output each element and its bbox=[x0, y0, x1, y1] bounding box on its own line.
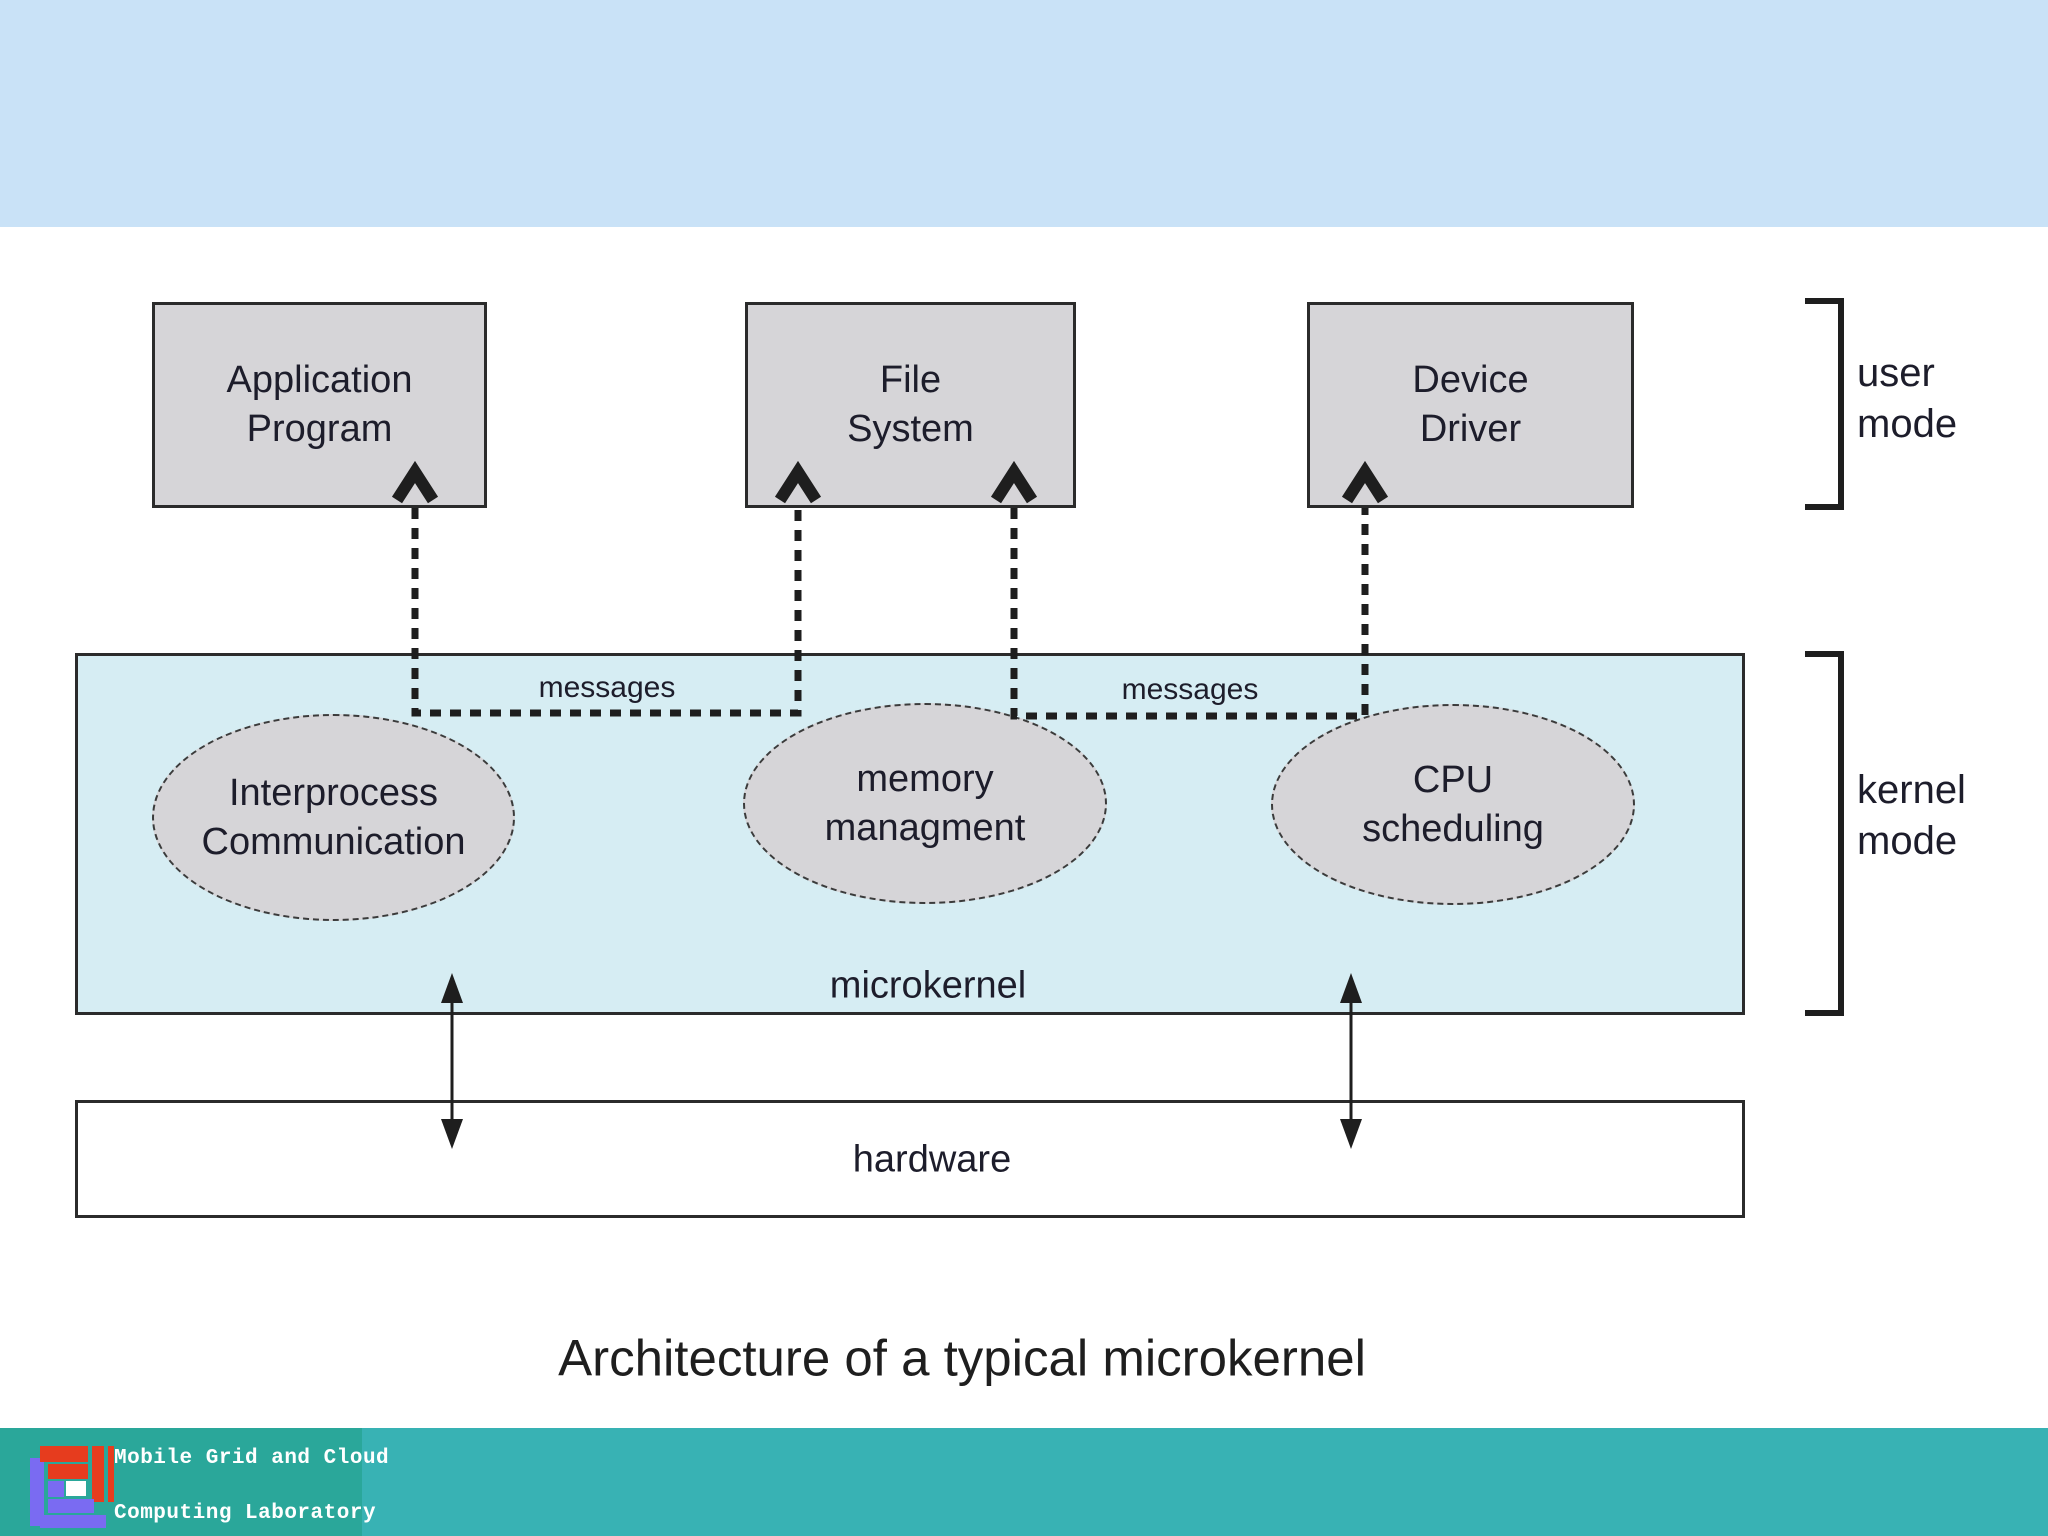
lab-name: Mobile Grid and Cloud Computing Laborato… bbox=[114, 1447, 390, 1525]
logo-shape bbox=[48, 1499, 94, 1513]
kernel-mode-line: kernel bbox=[1857, 768, 1966, 812]
box-label-line: Program bbox=[246, 408, 393, 450]
user-mode-line: user bbox=[1857, 351, 1935, 395]
ellipse-cpu-scheduling: CPU scheduling bbox=[1271, 704, 1635, 905]
logo-shape bbox=[48, 1481, 64, 1497]
box-label-line: Driver bbox=[1419, 408, 1522, 450]
box-application-program: Application Program bbox=[152, 302, 487, 508]
box-device-driver: Device Driver bbox=[1307, 302, 1634, 508]
ellipse-label-line: managment bbox=[824, 806, 1026, 849]
user-mode-label: user mode bbox=[1857, 348, 1957, 450]
box-label-line: File bbox=[879, 359, 942, 401]
kernel-mode-bracket bbox=[1805, 651, 1844, 1016]
ellipse-memory-management: memory managment bbox=[743, 703, 1107, 904]
kernel-mode-line: mode bbox=[1857, 819, 1958, 863]
hardware-box bbox=[75, 1100, 1745, 1218]
logo-shape bbox=[40, 1446, 88, 1462]
logo-shape bbox=[66, 1481, 86, 1496]
user-mode-line: mode bbox=[1857, 402, 1958, 446]
logo-shape bbox=[108, 1446, 114, 1502]
logo-shape bbox=[40, 1515, 106, 1528]
messages-label-left: messages bbox=[538, 671, 676, 704]
microkernel-label: microkernel bbox=[829, 964, 1027, 1007]
kernel-mode-label: kernel mode bbox=[1857, 765, 1966, 867]
box-label-line: Application bbox=[226, 359, 413, 401]
messages-label-right: messages bbox=[1121, 673, 1259, 706]
box-label-line: Device bbox=[1412, 359, 1529, 401]
logo-shape bbox=[92, 1446, 104, 1502]
slide-title: Architecture of a typical microkernel bbox=[558, 1329, 1366, 1387]
hardware-label: hardware bbox=[852, 1138, 1012, 1181]
logo-shape bbox=[30, 1458, 44, 1526]
box-label-line: System bbox=[847, 408, 974, 450]
box-file-system: File System bbox=[745, 302, 1076, 508]
ellipse-label-line: Communication bbox=[201, 820, 466, 863]
ellipse-label-line: memory bbox=[856, 757, 994, 800]
ellipse-label-line: CPU bbox=[1412, 758, 1494, 801]
ellipse-interprocess-communication: Interprocess Communication bbox=[152, 714, 515, 921]
top-decor-band bbox=[0, 0, 2048, 227]
ellipse-label-line: Interprocess bbox=[228, 771, 439, 814]
lab-name-line: Computing Laboratory bbox=[114, 1502, 377, 1525]
lab-name-line: Mobile Grid and Cloud bbox=[114, 1447, 390, 1470]
lab-logo-icon bbox=[30, 1446, 116, 1528]
user-mode-bracket bbox=[1805, 298, 1844, 510]
logo-shape bbox=[48, 1464, 88, 1479]
ellipse-label-line: scheduling bbox=[1362, 807, 1544, 850]
